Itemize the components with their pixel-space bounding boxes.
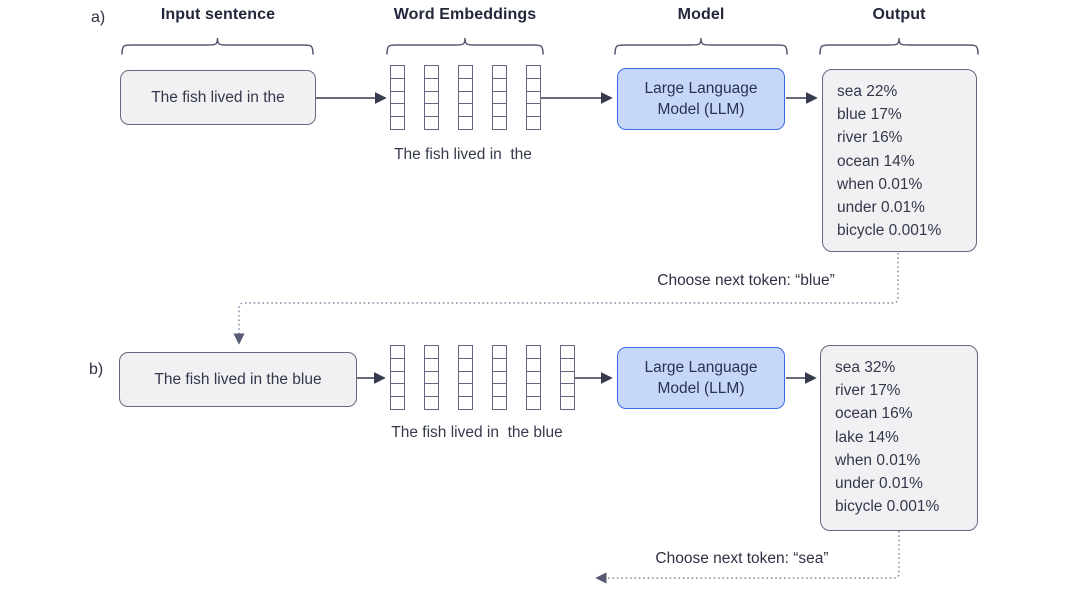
brace-word-embeddings [386,37,544,55]
row-label-a: a) [91,9,106,26]
input-sentence-box-a: The fish lived in the [120,70,316,125]
output-line: when 0.01% [835,451,921,469]
output-line: bicycle 0.001% [835,498,940,516]
output-line: river 16% [837,129,903,147]
embedding-column [424,345,439,411]
llm-label-line1-b: Large Language [644,358,758,376]
output-line: river 17% [835,382,901,400]
header-input-sentence: Input sentence [160,6,276,23]
input-sentence-text-b: The fish lived in the blue [154,370,322,388]
input-sentence-text-a: The fish lived in the [151,88,285,106]
embedding-cell [424,396,439,411]
embedding-column [390,345,405,411]
output-line: ocean 16% [835,405,913,423]
embedding-column [458,345,473,411]
embedding-column [458,65,473,131]
embedding-column [560,345,575,411]
llm-box-b: Large Language Model (LLM) [617,347,785,409]
output-line: sea 22% [837,83,898,100]
embedding-cell [492,396,507,411]
llm-label-line1-a: Large Language [644,79,758,97]
header-output: Output [872,6,926,23]
brace-output [819,37,979,55]
embedding-cell [560,396,575,411]
row-label-b: b) [89,361,104,378]
choose-next-token-caption-a: Choose next token: “blue” [657,272,835,289]
embedding-cell [458,116,473,131]
embedding-column [526,65,541,131]
brace-model [614,37,788,55]
embedding-column [424,65,439,131]
embedding-column [390,65,405,131]
output-line: sea 32% [835,359,896,376]
output-line: under 0.01% [837,199,925,217]
header-model: Model [677,6,725,23]
output-line: blue 17% [837,106,902,124]
dotted-path-choose-blue [233,253,899,345]
brace-input-sentence [121,37,314,55]
embedding-caption-b: The fish lived in the blue [391,424,563,441]
embedding-cell [390,396,405,411]
llm-box-a: Large Language Model (LLM) [617,68,785,130]
embedding-column [526,345,541,411]
embedding-cell [492,116,507,131]
embedding-cell [424,116,439,131]
header-word-embeddings: Word Embeddings [393,6,537,23]
choose-next-token-caption-b: Choose next token: “sea” [655,550,829,567]
embedding-cell [458,396,473,411]
embedding-cell [526,116,541,131]
output-line: ocean 14% [837,152,915,170]
embedding-column [492,345,507,411]
output-line: when 0.01% [837,175,923,193]
output-box-a: sea 22% blue 17% river 16% ocean 14% whe… [822,69,977,252]
output-box-b: sea 32% river 17% ocean 16% lake 14% whe… [820,345,978,531]
output-line: lake 14% [835,428,899,446]
llm-label-line2-b: Model (LLM) [657,380,745,397]
word-embeddings-b [390,345,575,411]
embedding-cell [526,396,541,411]
llm-label-line2-a: Model (LLM) [657,101,745,118]
output-line: under 0.01% [835,475,923,493]
embedding-caption-a: The fish lived in the [394,146,532,163]
embedding-cell [390,116,405,131]
input-sentence-box-b: The fish lived in the blue [119,352,357,407]
word-embeddings-a [390,65,541,131]
embedding-column [492,65,507,131]
output-line: bicycle 0.001% [837,222,942,240]
